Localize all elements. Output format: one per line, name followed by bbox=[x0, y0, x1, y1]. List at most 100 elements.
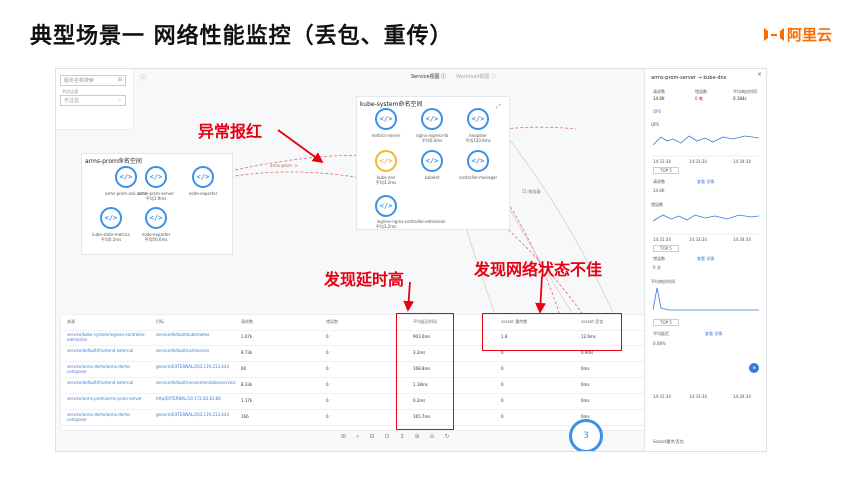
toolbar-icon[interactable]: ⊞ bbox=[341, 433, 347, 440]
service-node-nginx-ingress[interactable]: </> bbox=[421, 108, 443, 130]
service-node-controller-manager[interactable]: </> bbox=[467, 150, 489, 172]
node-filter-select[interactable]: 不过滤 ⌄ bbox=[60, 95, 126, 106]
cell-source[interactable]: service/default/frontend-external bbox=[67, 380, 134, 385]
cell-latency: 3.2ms bbox=[413, 350, 426, 355]
col-retrans: socket 重传数 bbox=[501, 319, 528, 324]
cell-errors: 0 bbox=[326, 414, 329, 419]
node-label: arms-prom-ack-arms bbox=[105, 191, 147, 196]
mini-key: 平均延迟 bbox=[653, 331, 669, 336]
table-row[interactable]: service/arms-prom/arms-prom-server http/E… bbox=[61, 394, 647, 410]
chart-title-errors: 错误数 bbox=[651, 202, 663, 207]
service-node-kube-dns[interactable]: </> bbox=[375, 150, 397, 172]
cell-drop: 0ms bbox=[581, 366, 590, 371]
count-badge[interactable]: 3 bbox=[569, 419, 603, 451]
mini-op[interactable]: 查看 详情 bbox=[697, 256, 715, 261]
cell-target[interactable]: http/EXTERNAL/10.172.83.63:80 bbox=[156, 396, 221, 401]
connection-table: 来源 目标 请求数 错误数 平均延迟时间 socket 重传数 socket 丢… bbox=[60, 314, 648, 431]
node-label: kubelet bbox=[424, 175, 440, 180]
tab-workload-view[interactable]: Workload视图 ⓘ bbox=[456, 74, 497, 80]
tab-qps[interactable]: QPS bbox=[653, 109, 662, 114]
cell-target[interactable]: generic/EXTERNAL/203.119.213.443 bbox=[156, 364, 229, 369]
socket-footer: Socket重传/丢包 bbox=[653, 439, 684, 444]
toolbar-icon[interactable]: ⊡ bbox=[384, 433, 390, 440]
edge-label: arms-prom -> bbox=[270, 163, 298, 168]
cell-retrans: 0 bbox=[501, 350, 504, 355]
cell-source[interactable]: service/kube-system/ingress-controller-a… bbox=[67, 332, 146, 342]
annotation-alert-red: 异常报红 bbox=[198, 122, 263, 141]
x-tick: 14:34:34 bbox=[733, 159, 751, 164]
service-search-input[interactable]: 服务名称搜索 ⊞ bbox=[60, 75, 126, 86]
tab-service-view[interactable]: Service视图 ⓘ bbox=[411, 74, 447, 80]
mini-op[interactable]: 查看 详情 bbox=[705, 331, 723, 336]
cell-requests: 166 bbox=[241, 414, 249, 419]
col-target: 目标 bbox=[156, 319, 164, 324]
top-select[interactable]: TOP 5 bbox=[653, 167, 679, 174]
cell-errors: 0 bbox=[326, 350, 329, 355]
table-row[interactable]: service/arms-demo/arms-demo-composer gene… bbox=[61, 362, 647, 378]
x-tick: 14:34:34 bbox=[733, 394, 751, 399]
cell-source[interactable]: service/arms-prom/arms-prom-server bbox=[67, 396, 142, 401]
namespace-kube-system: kube-system命名空间 </> metrics-server </> n… bbox=[356, 96, 510, 230]
service-node-arms-prom-ack[interactable]: </> bbox=[115, 166, 137, 188]
add-icon[interactable]: ⊕ bbox=[749, 363, 759, 373]
cell-source[interactable]: service/arms-demo/arms-demo-composer bbox=[67, 412, 132, 422]
aliyun-logo-icon bbox=[764, 28, 784, 41]
cell-source[interactable]: service/default/frontend-external bbox=[67, 348, 134, 353]
cell-target[interactable]: service/default/kubernetes bbox=[156, 332, 210, 337]
cell-target[interactable]: generic/EXTERNAL/203.119.213.443 bbox=[156, 412, 229, 417]
top-select[interactable]: TOP 5 bbox=[653, 319, 679, 326]
table-row[interactable]: service/default/frontend-external service… bbox=[61, 378, 647, 394]
mini-value: 0 次 bbox=[653, 265, 661, 270]
node-latency: 平均3.2ms bbox=[375, 224, 397, 229]
service-node-metrics-server[interactable]: </> bbox=[375, 108, 397, 130]
search-icon[interactable]: ⌕ bbox=[356, 433, 360, 440]
chevron-down-icon: ⌄ bbox=[117, 97, 122, 103]
mini-key: 错误数 bbox=[653, 256, 665, 261]
cell-retrans: 0 bbox=[501, 366, 504, 371]
cell-drop: 0ms bbox=[581, 382, 590, 387]
table-row[interactable]: service/arms-demo/arms-demo-composer gene… bbox=[61, 410, 647, 426]
cell-requests: 1.17k bbox=[241, 398, 253, 403]
mini-op[interactable]: 查看 详情 bbox=[697, 179, 715, 184]
screenshot-frame: 服务名称搜索 ⊞ 节点过滤 不过滤 ⌄ ⓘ Service视图 ⓘ Worklo… bbox=[55, 68, 767, 452]
table-row[interactable]: service/default/frontend-external service… bbox=[61, 346, 647, 362]
filter-panel: 服务名称搜索 ⊞ 节点过滤 不过滤 ⌄ bbox=[56, 69, 134, 130]
node-label: node-exporter bbox=[141, 232, 171, 237]
arrow-to-red-node bbox=[277, 129, 324, 164]
service-node-heapster[interactable]: </> bbox=[467, 108, 489, 130]
slide-title: 典型场景一 网络性能监控（丢包、重传） bbox=[30, 24, 453, 49]
node-label: kube-state-metrics bbox=[92, 232, 130, 237]
service-node-ingress-admission[interactable]: </> bbox=[375, 195, 397, 217]
cell-target[interactable]: service/default/recommendationservice bbox=[156, 380, 236, 385]
refresh-icon[interactable]: ↻ bbox=[444, 433, 450, 440]
namespace-title: kube-system命名空间 bbox=[360, 101, 423, 108]
node-filter-label: 节点过滤 bbox=[62, 89, 78, 94]
cell-retrans: 0 bbox=[501, 398, 504, 403]
x-tick: 14:33:34 bbox=[689, 394, 707, 399]
close-icon[interactable]: × bbox=[757, 71, 763, 78]
toolbar-icon[interactable]: ↕ bbox=[399, 433, 405, 440]
zoom-in-icon[interactable]: ⊕ bbox=[414, 433, 420, 440]
top-select[interactable]: TOP 5 bbox=[653, 245, 679, 252]
service-node-kubelet[interactable]: </> bbox=[421, 150, 443, 172]
toolbar-icon[interactable]: ⊟ bbox=[369, 433, 375, 440]
col-source: 来源 bbox=[67, 319, 75, 324]
expand-icon[interactable]: ⤢ bbox=[496, 103, 501, 110]
stat-label: 平均响应时间 bbox=[733, 89, 757, 94]
zoom-out-icon[interactable]: ⊖ bbox=[429, 433, 435, 440]
service-node-node-exporter[interactable]: </> bbox=[192, 166, 214, 188]
cell-retrans: 0 bbox=[501, 382, 504, 387]
node-label: nginx-ingress-lb bbox=[416, 133, 448, 138]
service-node-arms-prom-server[interactable]: </> bbox=[145, 166, 167, 188]
table-row[interactable]: service/kube-system/ingress-controller-a… bbox=[61, 330, 647, 346]
info-icon[interactable]: ⓘ bbox=[140, 75, 147, 82]
cell-source[interactable]: service/arms-demo/arms-demo-composer bbox=[67, 364, 132, 374]
cell-requests: 8.73k bbox=[241, 350, 253, 355]
service-node-node-exporter-2[interactable]: </> bbox=[145, 207, 167, 229]
detail-title: arms-prom-server → kube-dns bbox=[651, 75, 727, 81]
error-sparkline bbox=[653, 214, 759, 235]
service-node-kube-state-metrics[interactable]: </> bbox=[100, 207, 122, 229]
node-latency: 平均56.6ms bbox=[144, 237, 168, 242]
cell-target[interactable]: service/default/cartservice bbox=[156, 348, 210, 353]
cell-drop: 0ms bbox=[581, 414, 590, 419]
